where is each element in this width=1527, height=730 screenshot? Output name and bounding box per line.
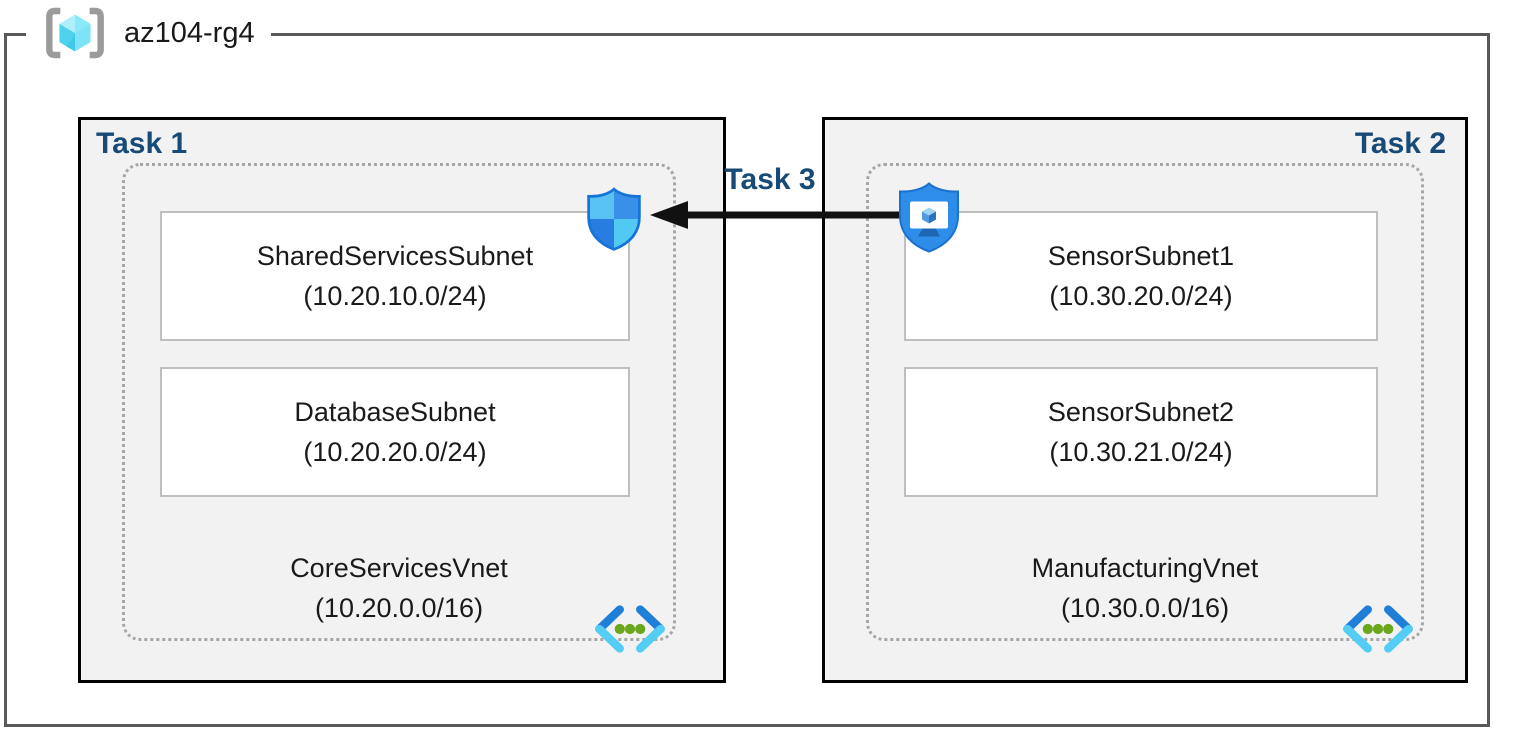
vnet-cidr: (10.20.0.0/16)	[314, 593, 484, 623]
subnet-cidr: (10.20.20.0/24)	[303, 437, 487, 467]
subnet-cidr: (10.20.10.0/24)	[303, 281, 487, 311]
task1-label: Task 1	[96, 127, 188, 160]
task3-arrow	[650, 201, 904, 229]
database-subnet-box: DatabaseSubnet (10.20.20.0/24)	[160, 367, 630, 497]
network-security-group-shield-icon	[587, 187, 641, 251]
vnet-name: CoreServicesVnet	[290, 553, 508, 583]
core-services-vnet-label: CoreServicesVnet (10.20.0.0/16)	[125, 548, 673, 628]
task2-label: Task 2	[1354, 127, 1446, 160]
task2-vnet-frame: SensorSubnet1 (10.30.20.0/24) SensorSubn…	[866, 163, 1424, 653]
manufacturing-vnet-label: ManufacturingVnet (10.30.0.0/16)	[869, 548, 1421, 628]
resource-group-border	[4, 33, 1490, 727]
virtual-network-icon	[1343, 605, 1413, 653]
sensor-subnet2-box: SensorSubnet2 (10.30.21.0/24)	[904, 367, 1378, 497]
shared-services-subnet-box: SharedServicesSubnet (10.20.10.0/24)	[160, 211, 630, 341]
virtual-network-icon	[595, 605, 665, 653]
resource-group-header: az104-rg4	[26, 4, 271, 62]
task1-vnet-frame: SharedServicesSubnet (10.20.10.0/24) Dat…	[122, 163, 676, 653]
application-security-group-shield-icon	[899, 182, 959, 253]
subnet-cidr: (10.30.21.0/24)	[1049, 437, 1233, 467]
subnet-cidr: (10.30.20.0/24)	[1049, 281, 1233, 311]
subnet-name: SharedServicesSubnet	[256, 241, 534, 271]
resource-group-icon	[46, 7, 104, 59]
vnet-name: ManufacturingVnet	[1031, 553, 1259, 583]
subnet-name: DatabaseSubnet	[294, 397, 496, 427]
vnet-cidr: (10.30.0.0/16)	[1060, 593, 1230, 623]
resource-group-title: az104-rg4	[124, 16, 255, 49]
subnet-name: SensorSubnet1	[1047, 241, 1235, 271]
task3-label: Task 3	[724, 163, 816, 196]
sensor-subnet1-box: SensorSubnet1 (10.30.20.0/24)	[904, 211, 1378, 341]
subnet-name: SensorSubnet2	[1047, 397, 1235, 427]
